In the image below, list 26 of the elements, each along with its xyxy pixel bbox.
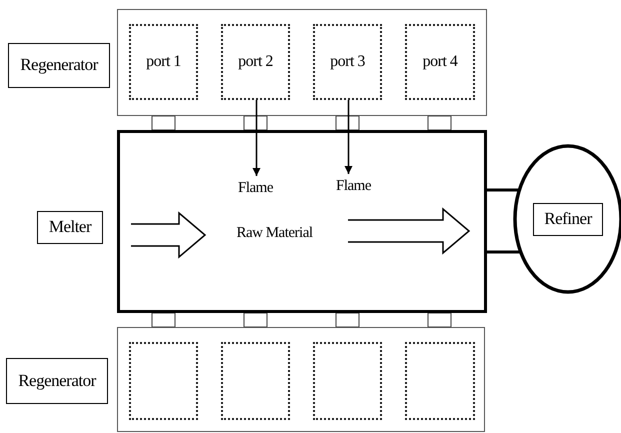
port-box bbox=[129, 24, 198, 100]
port-label: port 4 bbox=[422, 53, 458, 71]
arrow bbox=[252, 100, 260, 176]
regenerator-chamber bbox=[117, 327, 485, 432]
port-box bbox=[221, 342, 290, 420]
flow-label: Raw Material bbox=[236, 225, 313, 242]
port-box bbox=[313, 342, 382, 420]
arrow bbox=[344, 100, 352, 174]
regenerator-chamber bbox=[117, 9, 487, 116]
port-box bbox=[313, 24, 382, 100]
port-label: port 2 bbox=[238, 53, 273, 71]
component-name-box: Refiner bbox=[533, 203, 603, 236]
port-box bbox=[405, 342, 475, 420]
port-label: port 3 bbox=[330, 53, 365, 71]
component-name-box: Regenerator bbox=[6, 358, 108, 404]
connector-line bbox=[487, 250, 520, 254]
component-name-box: Regenerator bbox=[8, 43, 110, 88]
connector-line bbox=[487, 188, 520, 192]
port-box bbox=[129, 342, 198, 420]
component-name-box: Melter bbox=[37, 211, 103, 244]
flow-label: Flame bbox=[238, 180, 273, 197]
port-box bbox=[405, 24, 475, 100]
port-label: port 1 bbox=[146, 53, 181, 71]
flow-label: Flame bbox=[336, 178, 371, 195]
port-box bbox=[221, 24, 290, 100]
melter-tank bbox=[117, 130, 487, 313]
